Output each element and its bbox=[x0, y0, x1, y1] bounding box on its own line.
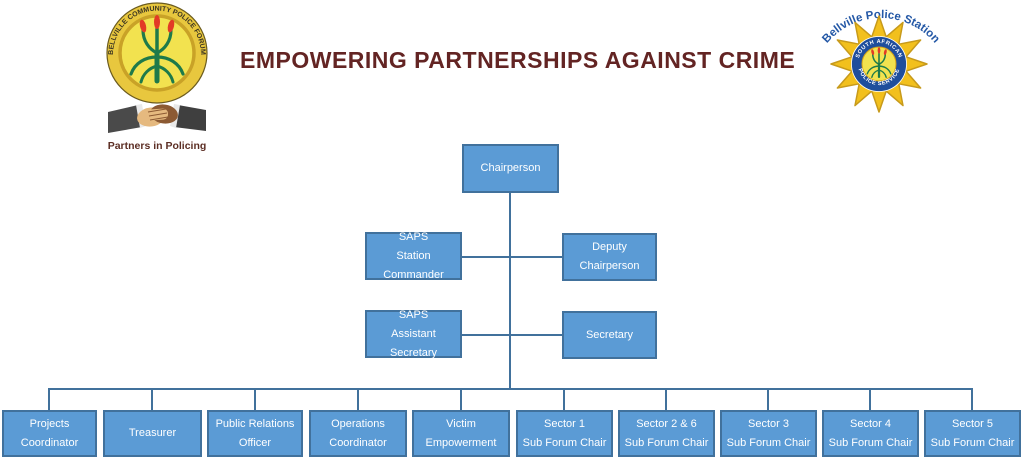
cpf-tagline: Partners in Policing bbox=[108, 140, 207, 152]
node-label-line1: Sector 2 & 6 bbox=[636, 417, 697, 430]
node-saps-station-commander: SAPS Station Commander bbox=[365, 231, 462, 281]
connector-stub-1 bbox=[48, 388, 50, 410]
connector-stub-6 bbox=[563, 388, 565, 410]
node-label-line1: Projects bbox=[29, 417, 70, 430]
node-label-line1: Sector 1 bbox=[544, 417, 585, 430]
node-label-line2: Sub Forum Chair bbox=[828, 436, 913, 449]
node-label-line1: Sector 3 bbox=[748, 417, 789, 430]
connector-stub-9 bbox=[869, 388, 871, 410]
node-label-line1: Sector 4 bbox=[850, 417, 891, 430]
saps-badge-logo: Bellville Police Station SOUTH AFRICAN P… bbox=[820, 9, 942, 113]
node-label-line2: Sub Forum Chair bbox=[930, 436, 1015, 449]
node-label-line2: Station Commander bbox=[383, 249, 444, 281]
node-deputy-chairperson: Deputy Chairperson bbox=[562, 233, 657, 281]
connector-row3-right bbox=[511, 334, 562, 336]
node-label-line1: Sector 5 bbox=[952, 417, 993, 430]
connector-stub-10 bbox=[971, 388, 973, 410]
connector-bottom-horizontal bbox=[48, 388, 973, 390]
node-sector-4-sub-forum-chair: Sector 4 Sub Forum Chair bbox=[822, 410, 919, 457]
cpf-logo: BELLVILLE COMMUNITY POLICE FORUM Partner… bbox=[106, 2, 208, 152]
node-label-line1: Victim bbox=[446, 417, 476, 430]
connector-trunk bbox=[509, 193, 511, 389]
connector-stub-4 bbox=[357, 388, 359, 410]
node-label: Deputy Chairperson bbox=[579, 241, 640, 272]
node-label-line2: Assistant Secretary bbox=[389, 327, 438, 359]
node-label-line2: Sub Forum Chair bbox=[522, 436, 607, 449]
node-sector-1-sub-forum-chair: Sector 1 Sub Forum Chair bbox=[516, 410, 613, 457]
node-label-line2: Coordinator bbox=[20, 436, 79, 449]
connector-stub-7 bbox=[665, 388, 667, 410]
connector-stub-5 bbox=[460, 388, 462, 410]
connector-row3-left bbox=[462, 334, 509, 336]
node-label-line2: Sub Forum Chair bbox=[624, 436, 709, 449]
node-operations-coordinator: Operations Coordinator bbox=[309, 410, 407, 457]
node-sector-5-sub-forum-chair: Sector 5 Sub Forum Chair bbox=[924, 410, 1021, 457]
node-label-line2: Sub Forum Chair bbox=[726, 436, 811, 449]
node-public-relations-officer: Public Relations Officer bbox=[207, 410, 303, 457]
node-label-line2: Empowerment bbox=[425, 436, 497, 449]
node-label-line2: Coordinator bbox=[329, 436, 387, 449]
node-victim-empowerment: Victim Empowerment bbox=[412, 410, 510, 457]
page-title: EMPOWERING PARTNERSHIPS AGAINST CRIME bbox=[240, 47, 796, 73]
node-label: Chairperson bbox=[480, 162, 541, 174]
handshake-icon bbox=[108, 104, 206, 133]
node-sector-2-6-sub-forum-chair: Sector 2 & 6 Sub Forum Chair bbox=[618, 410, 715, 457]
connector-row2-right bbox=[511, 256, 562, 258]
connector-stub-3 bbox=[254, 388, 256, 410]
node-label-line1: Operations bbox=[331, 417, 385, 430]
node-label-line1: SAPS bbox=[398, 308, 429, 321]
node-label-line2: Officer bbox=[238, 436, 272, 449]
connector-row2-left bbox=[462, 256, 509, 258]
node-label-line1: SAPS bbox=[398, 230, 429, 243]
node-secretary: Secretary bbox=[562, 311, 657, 359]
node-label-line1: Public Relations bbox=[215, 417, 295, 430]
node-chairperson: Chairperson bbox=[462, 144, 559, 193]
node-sector-3-sub-forum-chair: Sector 3 Sub Forum Chair bbox=[720, 410, 817, 457]
node-projects-coordinator: Projects Coordinator bbox=[2, 410, 97, 457]
connector-stub-8 bbox=[767, 388, 769, 410]
node-label-line1: Treasurer bbox=[128, 427, 177, 439]
node-treasurer: Treasurer bbox=[103, 410, 202, 457]
node-saps-assistant-secretary: SAPS Assistant Secretary bbox=[365, 309, 462, 359]
node-label: Secretary bbox=[585, 328, 634, 341]
connector-stub-2 bbox=[151, 388, 153, 410]
